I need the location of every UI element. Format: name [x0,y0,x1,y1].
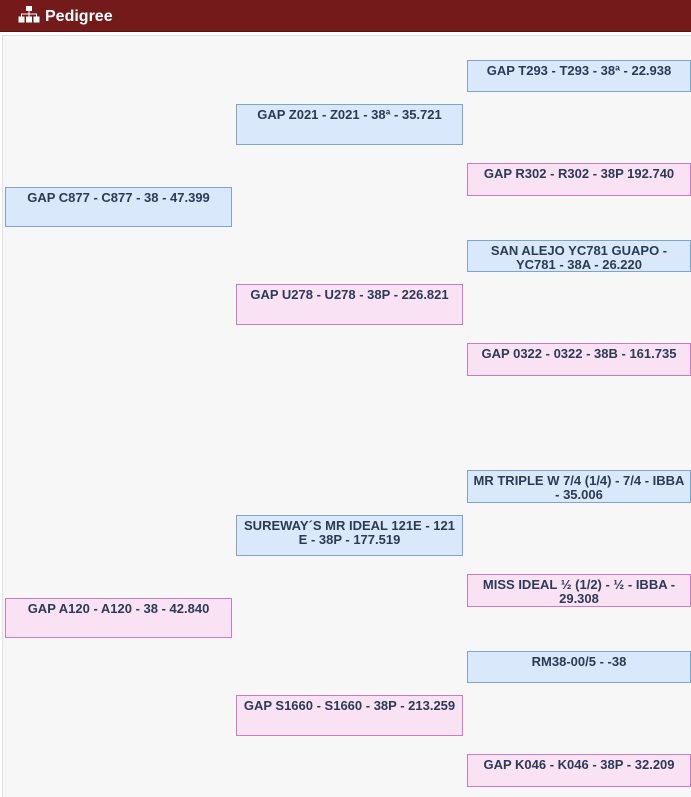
pedigree-tree-icon [18,6,40,23]
pedigree-node-great-grandparent-1[interactable]: GAP T293 - T293 - 38ª - 22.938 [467,60,691,92]
page-title: Pedigree [45,8,113,25]
pedigree-node-maternal-grandsire[interactable]: SUREWAY´S MR IDEAL 121E - 121 E - 38P - … [236,515,463,556]
pedigree-node-great-grandparent-3[interactable]: SAN ALEJO YC781 GUAPO - YC781 - 38A - 26… [467,240,691,272]
pedigree-node-sire[interactable]: GAP C877 - C877 - 38 - 47.399 [5,187,232,227]
page-header: Pedigree [0,0,691,32]
pedigree-node-maternal-granddam[interactable]: GAP S1660 - S1660 - 38P - 213.259 [236,695,463,736]
pedigree-node-paternal-grandsire[interactable]: GAP Z021 - Z021 - 38ª - 35.721 [236,104,463,145]
pedigree-node-paternal-granddam[interactable]: GAP U278 - U278 - 38P - 226.821 [236,284,463,325]
pedigree-node-great-grandparent-2[interactable]: GAP R302 - R302 - 38P 192.740 [467,163,691,196]
pedigree-node-great-grandparent-6[interactable]: MISS IDEAL ½ (1/2) - ½ - IBBA - 29.308 [467,574,691,607]
pedigree-node-dam[interactable]: GAP A120 - A120 - 38 - 42.840 [5,598,232,638]
pedigree-node-great-grandparent-4[interactable]: GAP 0322 - 0322 - 38B - 161.735 [467,343,691,376]
pedigree-node-great-grandparent-5[interactable]: MR TRIPLE W 7/4 (1/4) - 7/4 - IBBA - 35.… [467,470,691,503]
pedigree-node-great-grandparent-8[interactable]: GAP K046 - K046 - 38P - 32.209 [467,754,691,787]
pedigree-node-great-grandparent-7[interactable]: RM38-00/5 - -38 [467,651,691,683]
